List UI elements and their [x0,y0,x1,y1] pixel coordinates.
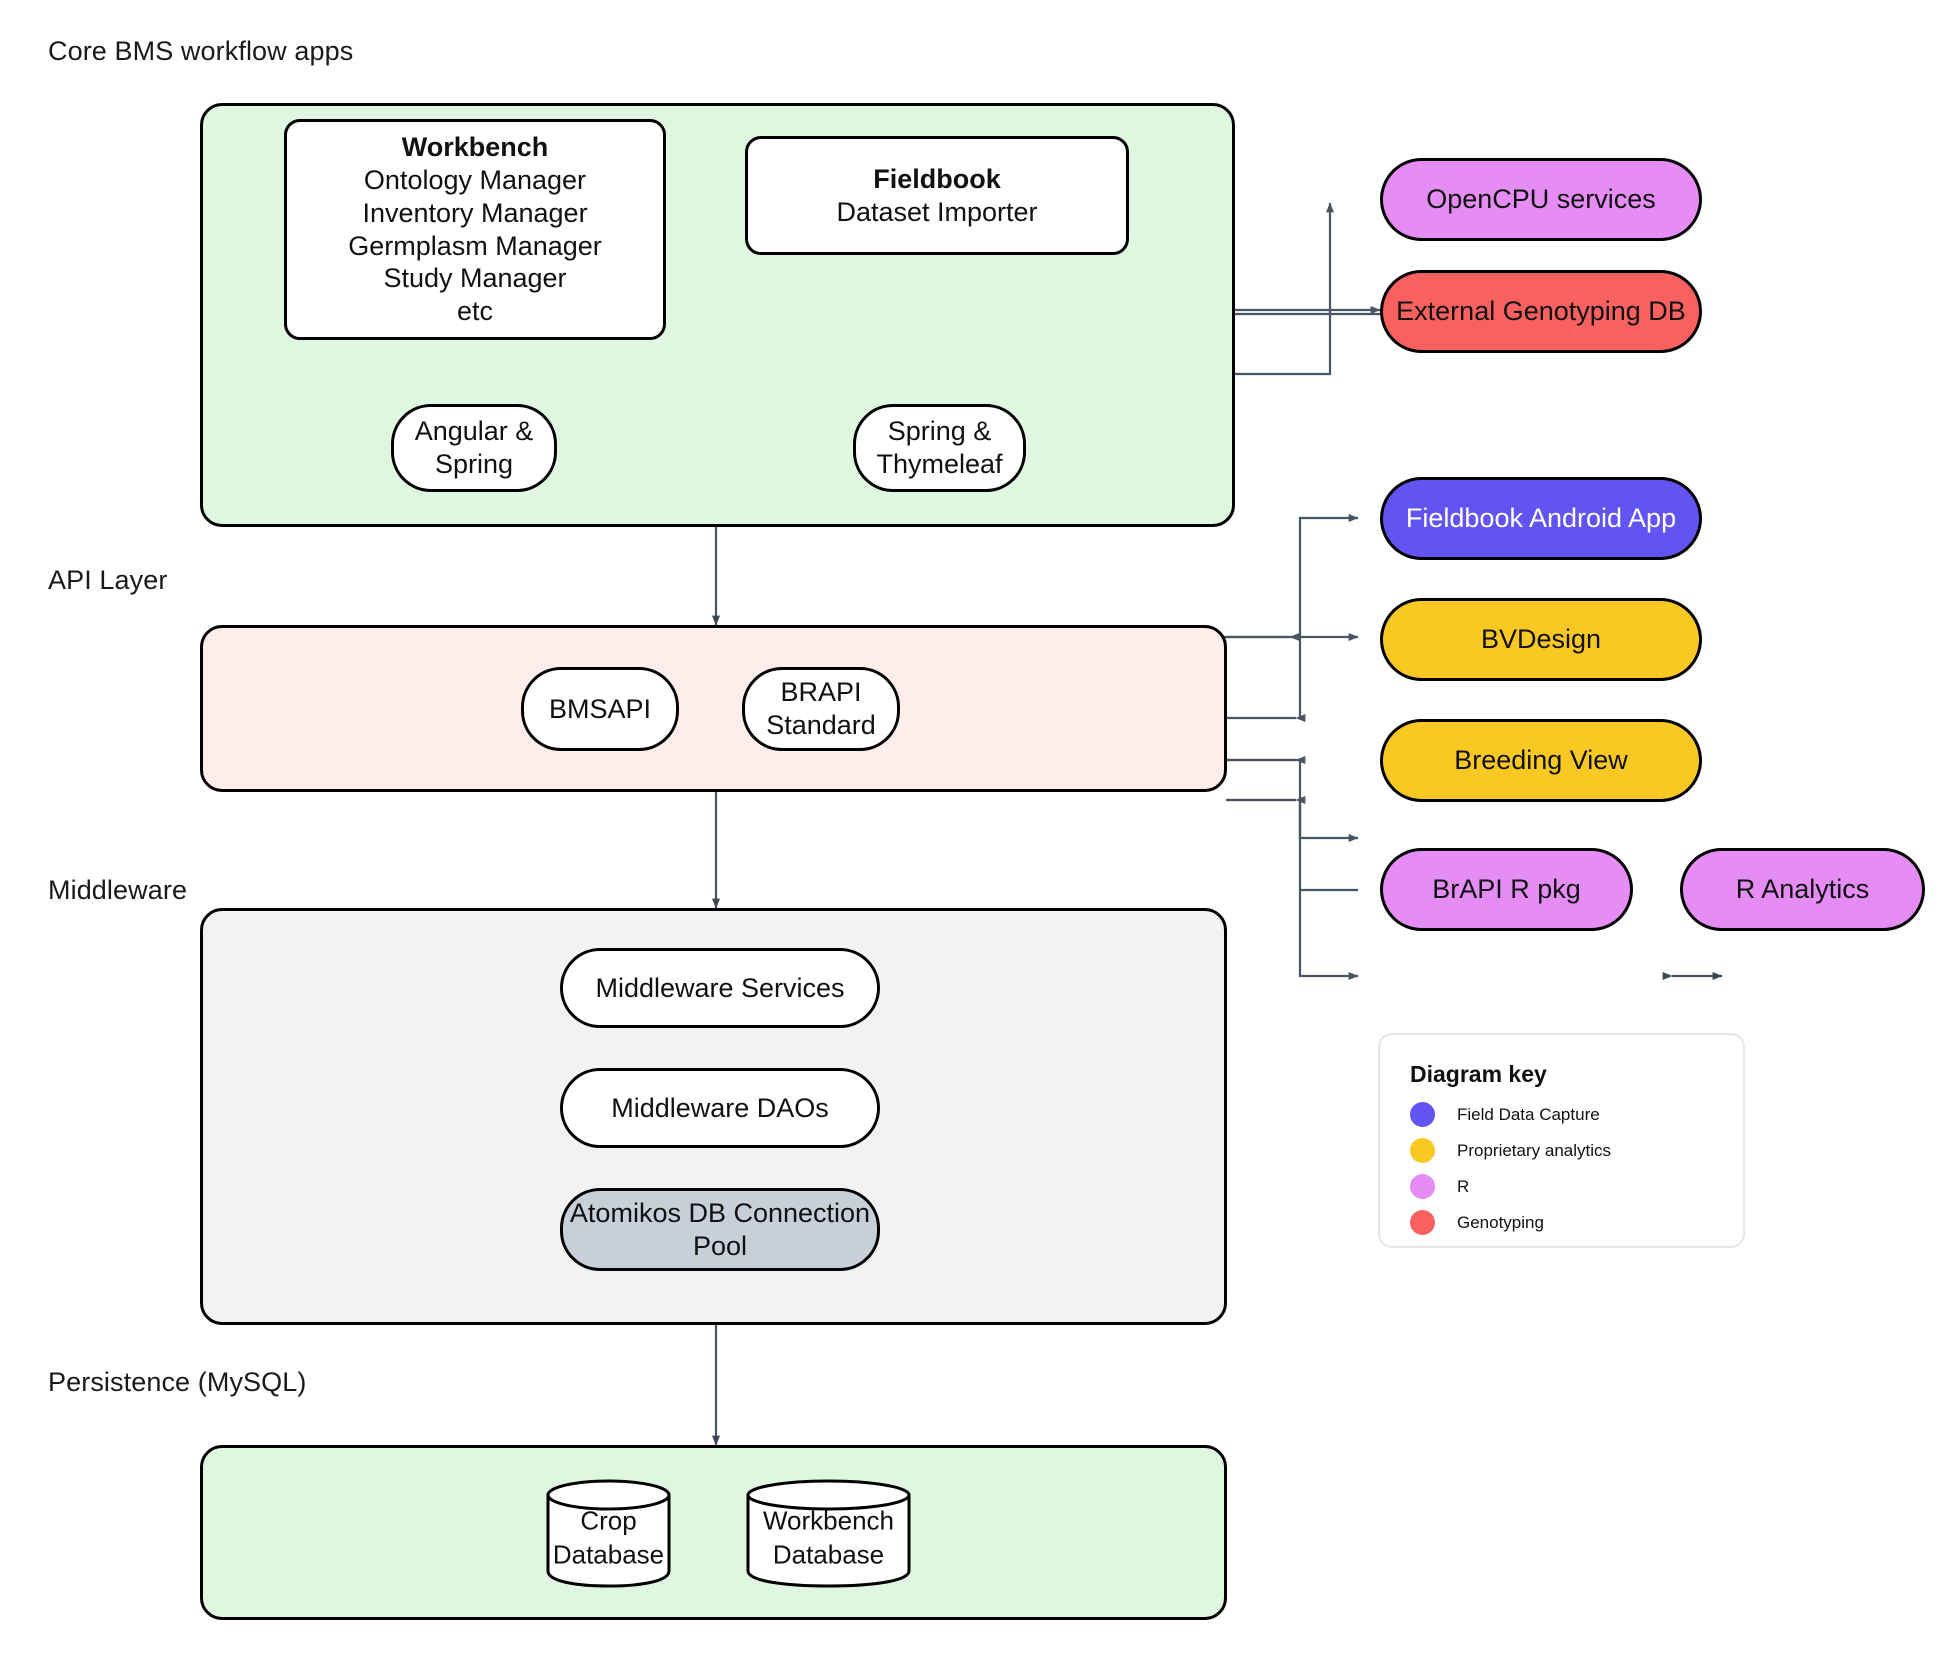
legend-item-genotyping: Genotyping [1410,1210,1715,1235]
atomikos-line2: Pool [692,1230,748,1261]
crop-database-label: Crop Database [545,1505,672,1573]
brapi-line2: Standard [766,710,876,740]
legend-item-field-data-capture: Field Data Capture [1410,1102,1715,1127]
middleware-daos-label: Middleware DAOs [611,1092,829,1123]
breeding-view-label: Breeding View [1454,745,1628,775]
fieldbook-node[interactable]: Fieldbook Dataset Importer [745,136,1129,255]
middleware-services-label: Middleware Services [595,972,845,1003]
brapi-r-pkg-node[interactable]: BrAPI R pkg [1380,848,1633,931]
crop-database-cylinder[interactable]: Crop Database [545,1478,672,1588]
layer-label-api: API Layer [48,565,168,595]
diagram-key-legend: Diagram key Field Data Capture Proprieta… [1378,1033,1745,1248]
workbench-title: Workbench [401,131,549,162]
spring-thymeleaf-node[interactable]: Spring & Thymeleaf [853,404,1026,492]
legend-item-proprietary-analytics: Proprietary analytics [1410,1138,1715,1163]
atomikos-db-connection-pool-node[interactable]: Atomikos DB Connection Pool [560,1188,880,1271]
bvdesign-label: BVDesign [1480,624,1602,654]
r-analytics-label: R Analytics [1735,874,1870,904]
workbench-item-inventory: Inventory Manager [362,197,588,228]
legend-item-r: R [1410,1174,1715,1199]
external-genotyping-db-node[interactable]: External Genotyping DB [1380,270,1702,353]
brapi-line1: BRAPI [780,677,862,708]
persistence-container [200,1445,1227,1620]
bmsapi-label: BMSAPI [548,693,652,724]
workbench-database-cylinder[interactable]: Workbench Database [745,1478,912,1588]
r-analytics-node[interactable]: R Analytics [1680,848,1925,931]
api-layer-container [200,625,1227,792]
legend-swatch-icon [1410,1174,1435,1199]
fieldbook-title: Fieldbook [873,163,1001,194]
crop-database-line1: Crop [580,1505,637,1536]
crop-database-line2: Database [552,1539,665,1570]
angular-spring-line2: Spring [434,449,514,479]
layer-label-persistence: Persistence (MySQL) [48,1367,307,1397]
breeding-view-node[interactable]: Breeding View [1380,719,1702,802]
workbench-item-study: Study Manager [383,263,567,294]
middleware-services-node[interactable]: Middleware Services [560,948,880,1028]
legend-title: Diagram key [1410,1061,1547,1087]
workbench-database-line2: Database [772,1539,885,1570]
legend-label-field-data-capture: Field Data Capture [1457,1104,1600,1124]
bmsapi-node[interactable]: BMSAPI [521,667,679,751]
spring-thymeleaf-line1: Spring & [887,416,992,447]
brapi-standard-node[interactable]: BRAPI Standard [742,667,900,751]
workbench-database-line1: Workbench [762,1505,895,1536]
bvdesign-node[interactable]: BVDesign [1380,598,1702,681]
brapi-r-pkg-label: BrAPI R pkg [1432,874,1581,904]
legend-label-r: R [1457,1176,1470,1196]
fieldbook-android-app-label: Fieldbook Android App [1405,503,1677,533]
opencpu-services-node[interactable]: OpenCPU services [1380,158,1702,241]
legend-swatch-icon [1410,1210,1435,1235]
angular-spring-node[interactable]: Angular & Spring [391,404,557,492]
spring-thymeleaf-line2: Thymeleaf [876,449,1003,479]
legend-swatch-icon [1410,1138,1435,1163]
legend-label-genotyping: Genotyping [1457,1212,1544,1232]
workbench-database-label: Workbench Database [745,1505,912,1573]
layer-label-core: Core BMS workflow apps [48,36,354,66]
middleware-daos-node[interactable]: Middleware DAOs [560,1068,880,1148]
workbench-item-ontology: Ontology Manager [363,164,587,195]
fieldbook-android-app-node[interactable]: Fieldbook Android App [1380,477,1702,560]
fieldbook-subtitle: Dataset Importer [836,196,1038,227]
legend-label-proprietary-analytics: Proprietary analytics [1457,1140,1612,1160]
angular-spring-line1: Angular & [414,416,534,447]
workbench-item-germplasm: Germplasm Manager [348,230,602,261]
cylinder-icon [746,1479,911,1588]
external-genotyping-db-label: External Genotyping DB [1396,296,1686,326]
cylinder-icon [546,1479,671,1588]
atomikos-line1: Atomikos DB Connection [569,1197,871,1228]
opencpu-services-label: OpenCPU services [1426,184,1656,214]
workbench-node[interactable]: Workbench Ontology Manager Inventory Man… [284,119,666,340]
layer-label-middleware: Middleware [48,875,188,905]
workbench-item-etc: etc [456,296,494,327]
legend-swatch-icon [1410,1102,1435,1127]
